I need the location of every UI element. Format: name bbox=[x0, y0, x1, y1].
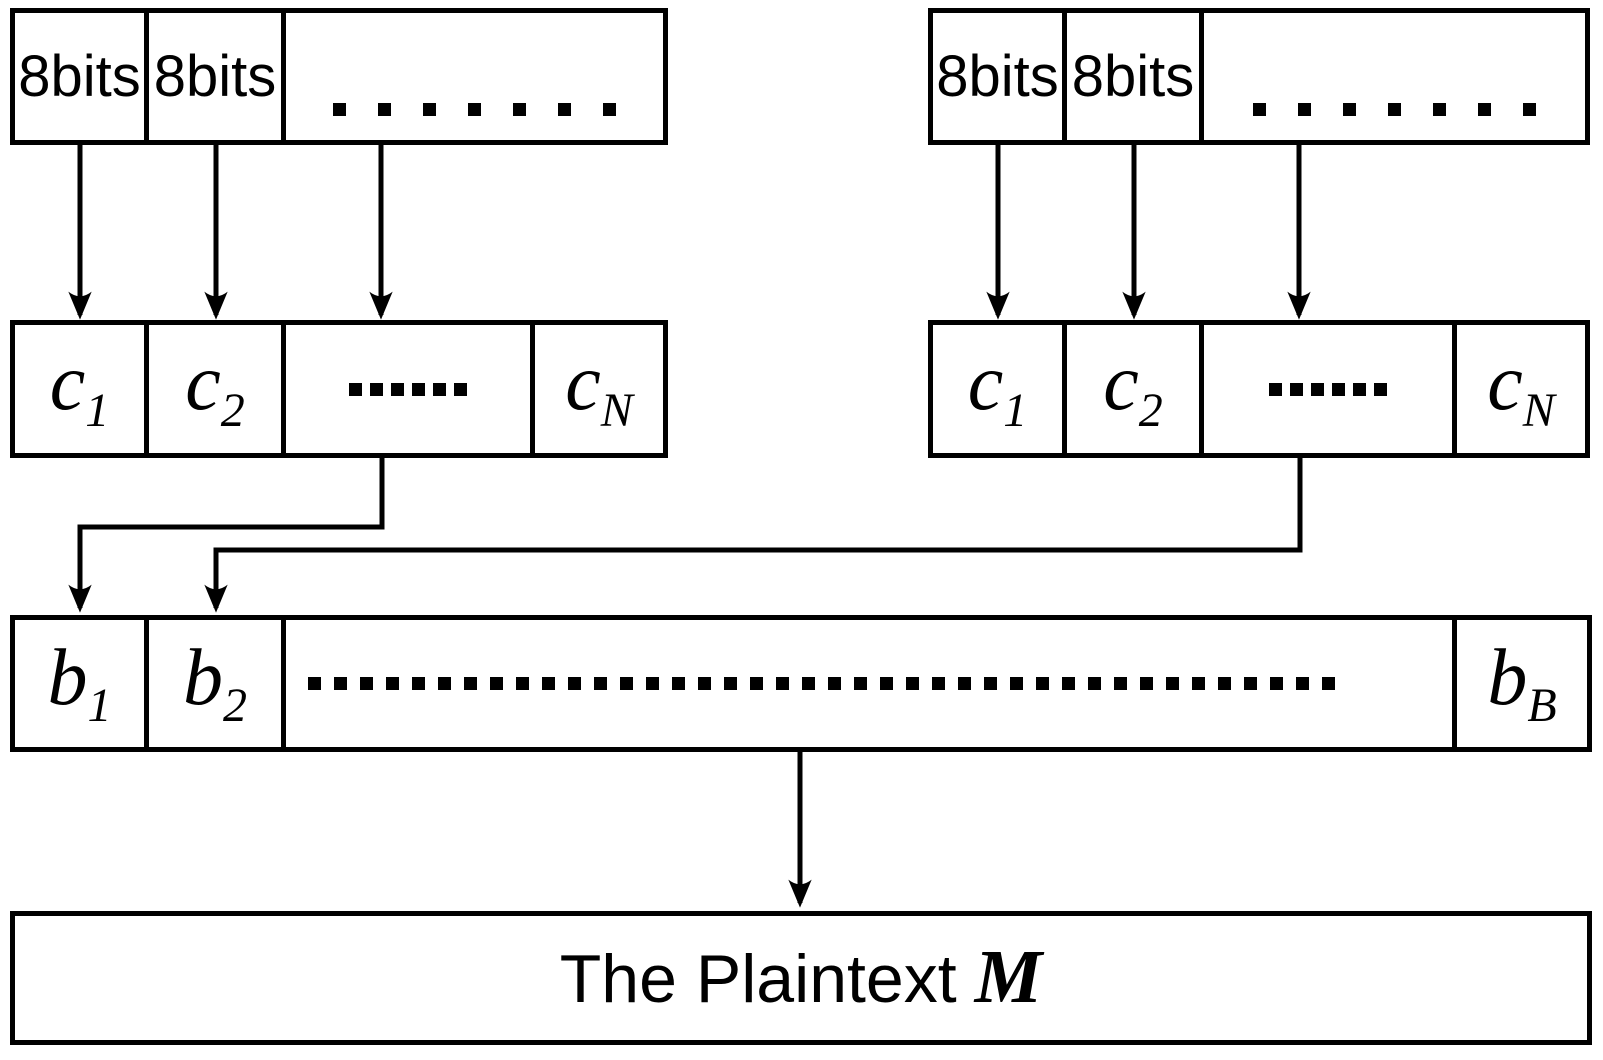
byte-ellipsis-cell bbox=[1204, 13, 1585, 140]
box-divider bbox=[1199, 325, 1204, 453]
byte-cell-1: 8bits bbox=[933, 13, 1062, 140]
codeword-label: cN bbox=[1487, 339, 1555, 437]
box-divider bbox=[281, 325, 286, 453]
block-label: bB bbox=[1487, 633, 1557, 732]
left-codeword-row: c1 c2 cN bbox=[10, 320, 668, 458]
byte-cell-label: 8bits bbox=[936, 44, 1059, 109]
byte-cell-label: 8bits bbox=[18, 44, 141, 109]
box-divider bbox=[144, 620, 149, 747]
codeword-label: cN bbox=[565, 339, 633, 437]
codeword-ellipsis-cell bbox=[286, 325, 530, 453]
codeword-cell-c1: c1 bbox=[15, 325, 144, 453]
block-ellipsis-cell bbox=[286, 620, 1474, 747]
plaintext-math-var: M bbox=[974, 934, 1043, 1019]
box-divider bbox=[1452, 325, 1457, 453]
box-divider bbox=[281, 13, 286, 140]
right-codeword-row: c1 c2 cN bbox=[928, 320, 1590, 458]
ellipsis-dots bbox=[308, 677, 1335, 690]
ellipsis-dots bbox=[349, 382, 467, 396]
connector-right-codewords-to-b2 bbox=[204, 458, 1303, 613]
box-divider bbox=[144, 325, 149, 453]
block-row: b1 b2 bB bbox=[10, 615, 1592, 752]
plaintext-text: The Plaintext bbox=[559, 940, 957, 1017]
block-cell-b2: b2 bbox=[149, 620, 281, 747]
plaintext-label: The Plaintext M bbox=[560, 939, 1042, 1018]
byte-cell-label: 8bits bbox=[1071, 44, 1195, 109]
block-cell-b1: b1 bbox=[15, 620, 144, 747]
box-divider bbox=[1062, 325, 1067, 453]
block-label: b2 bbox=[183, 633, 247, 732]
connector-left-codewords-to-b1 bbox=[68, 458, 385, 613]
box-divider bbox=[1199, 13, 1204, 140]
byte-cell-2: 8bits bbox=[149, 13, 281, 140]
ellipsis-dots bbox=[333, 103, 616, 116]
codeword-label: c2 bbox=[185, 339, 245, 437]
codeword-label: c1 bbox=[49, 339, 110, 437]
box-divider bbox=[1452, 620, 1457, 747]
codeword-label: c1 bbox=[967, 339, 1028, 437]
codeword-cell-c1: c1 bbox=[933, 325, 1062, 453]
codeword-ellipsis-cell bbox=[1204, 325, 1452, 453]
byte-ellipsis-cell bbox=[286, 13, 663, 140]
box-divider bbox=[281, 620, 286, 747]
block-cell-bB: bB bbox=[1457, 620, 1587, 747]
byte-cell-2: 8bits bbox=[1067, 13, 1199, 140]
ellipsis-dots bbox=[1253, 103, 1536, 116]
codeword-cell-c2: c2 bbox=[1067, 325, 1199, 453]
box-divider bbox=[530, 325, 535, 453]
box-divider bbox=[144, 13, 149, 140]
plaintext-box: The Plaintext M bbox=[10, 911, 1592, 1045]
box-divider bbox=[1062, 13, 1067, 140]
top-left-byte-row: 8bits 8bits bbox=[10, 8, 668, 145]
ellipsis-dots bbox=[1269, 382, 1387, 396]
codeword-cell-c2: c2 bbox=[149, 325, 281, 453]
codeword-cell-cN: cN bbox=[1457, 325, 1585, 453]
codeword-label: c2 bbox=[1103, 339, 1163, 437]
top-right-byte-row: 8bits 8bits bbox=[928, 8, 1590, 145]
byte-cell-label: 8bits bbox=[153, 44, 277, 109]
block-label: b1 bbox=[47, 633, 112, 732]
byte-cell-1: 8bits bbox=[15, 13, 144, 140]
codeword-cell-cN: cN bbox=[535, 325, 663, 453]
